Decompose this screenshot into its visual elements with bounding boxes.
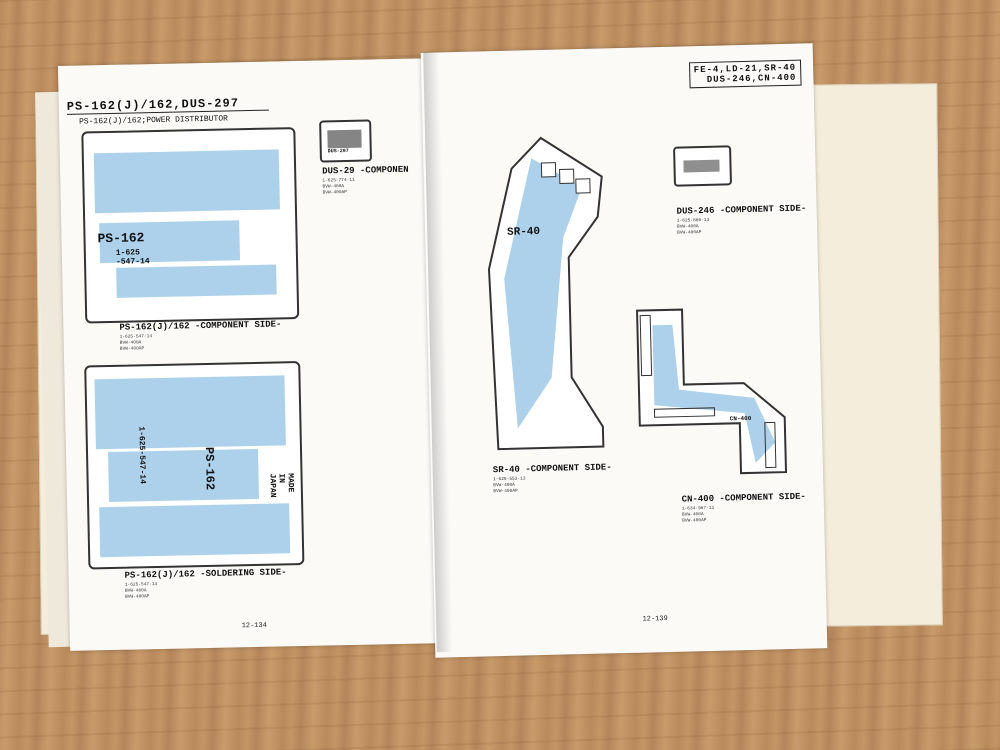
ps162-soldering-board: PS-162 1-625-547-14 MADE IN JAPAN [84,361,305,570]
sr40-caption: SR-40 -COMPONENT SIDE- [492,462,612,476]
ps162-board-title: PS-162 [97,230,145,247]
right-page-header-text: FE-4,LD-21,SR-40 DUS-246,CN-400 [693,62,797,85]
left-page-number: 12-134 [241,621,267,631]
sr40-board [487,136,605,451]
ps162-component-caption: PS-162(J)/162 -COMPONENT SIDE- [119,319,282,333]
ps162-board-part: 1-625 -547-14 [115,248,150,267]
sr40-partno: 1-625-553-13 BVW-400A BVW-400AP [493,476,526,495]
cn400-caption: CN-400 -COMPONENT SIDE- [681,491,806,505]
ps162-component-partno: 1-625-547-14 BVW-400A BVW-400AP [119,334,153,352]
ps162-soldering-caption: PS-162(J)/162 -SOLDERING SIDE- [124,567,287,581]
cn400-partno: 1-634-967-11 BVW-400A BVW-400AP [681,505,715,524]
dus246-partno: 1-625-666-13 BVW-400A BVW-400AP [676,217,710,236]
sr40-board-label: SR-40 [506,226,541,239]
ps162-solder-part: 1-625-547-14 [136,426,147,485]
ps162-made-in-japan: MADE IN JAPAN [267,473,295,498]
left-page-subtitle: PS-162(J)/162;POWER DISTRIBUTOR [79,114,228,127]
dus297-board: DUS-297 [319,119,372,163]
left-page: PS-162(J)/162,DUS-297 PS-162(J)/162;POWE… [57,58,449,651]
left-page-header-text: PS-162(J)/162,DUS-297 [66,96,240,114]
right-page-number: 12-139 [642,615,668,624]
right-page: FE-4,LD-21,SR-40 DUS-246,CN-400 SR-40 SR… [420,43,828,658]
dus297-partno: 1-625-774-11 BVW-400A BVW-400AP [322,177,355,196]
ps162-soldering-partno: 1-625-547-14 BVW-400A BVW-400AP [124,582,158,600]
dus246-board [673,145,732,187]
cn400-board-label: CN-400 [729,414,752,423]
ps162-solder-title: PS-162 [201,446,217,491]
dus246-caption: DUS-246 -COMPONENT SIDE- [676,203,807,217]
cn400-board [636,308,788,475]
left-page-header: PS-162(J)/162,DUS-297 [66,95,270,115]
right-page-header: FE-4,LD-21,SR-40 DUS-246,CN-400 [688,59,802,89]
dus297-board-label: DUS-297 [327,147,349,155]
dus297-caption: DUS-29 -COMPONEN [322,164,409,177]
ps162-component-board: PS-162 1-625 -547-14 [81,127,300,324]
